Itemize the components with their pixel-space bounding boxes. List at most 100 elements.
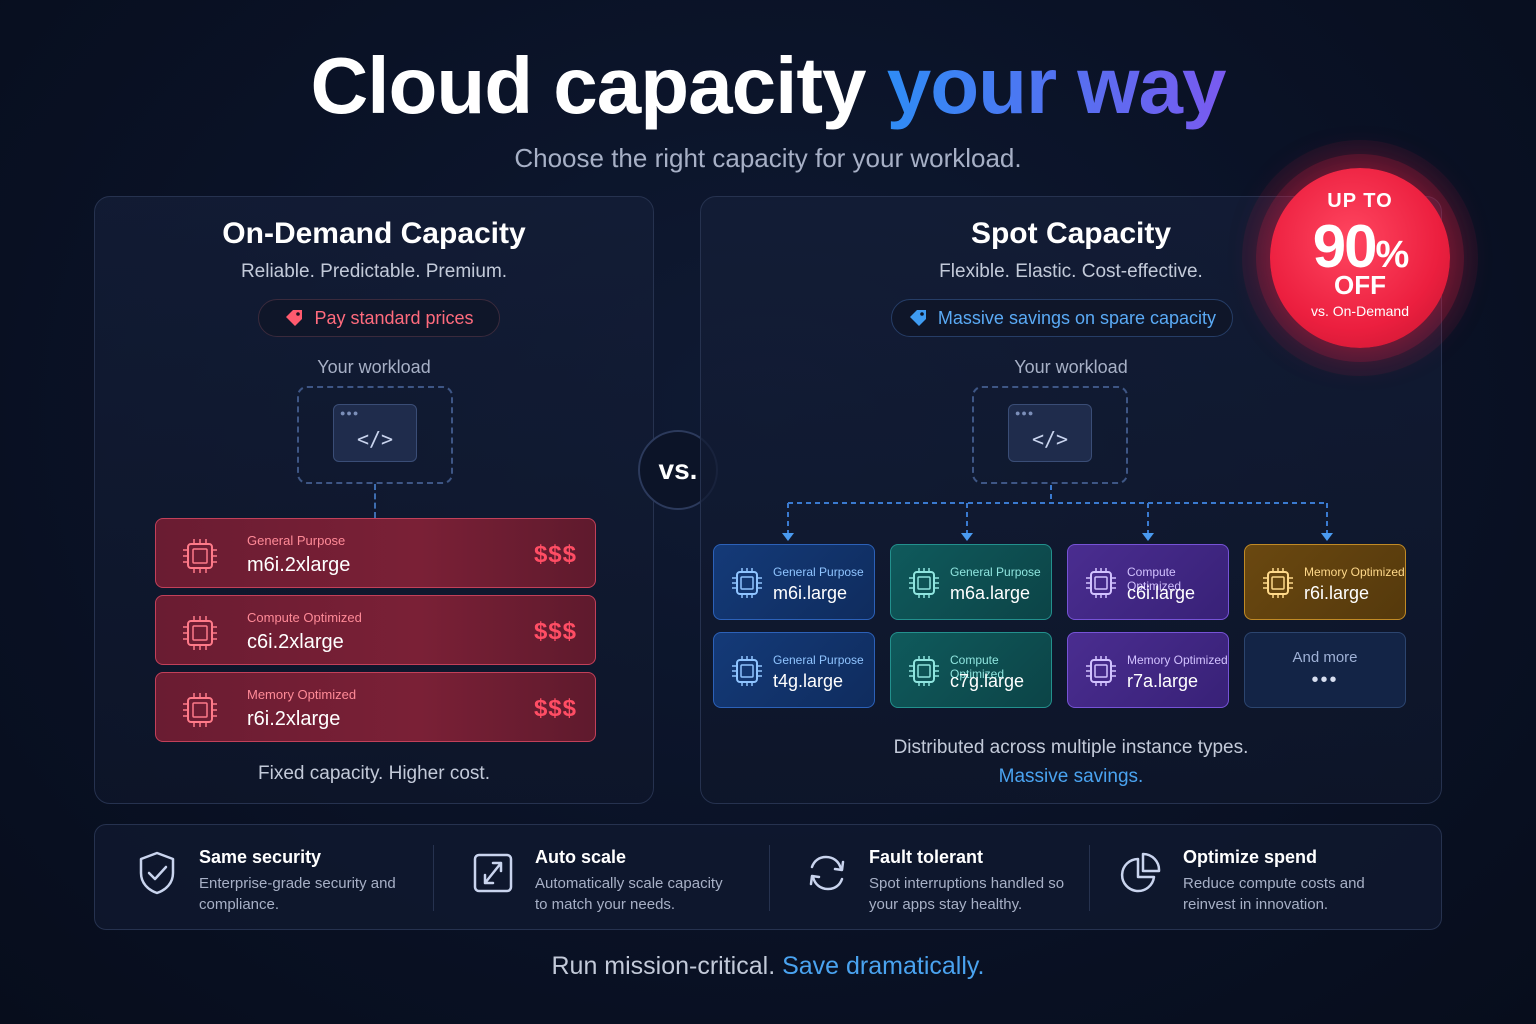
cpu-chip-icon: [909, 656, 939, 686]
spot-panel: Spot Capacity Flexible. Elastic. Cost-ef…: [700, 196, 1442, 804]
feature-title: Same security: [199, 847, 322, 867]
instance-category: General Purpose: [773, 565, 864, 579]
hero-subtitle: Choose the right capacity for your workl…: [514, 143, 1022, 173]
instance-category: Compute Optimized: [950, 653, 1005, 681]
feature-divider: [769, 845, 770, 911]
feature-description: Spot interruptions handled so your apps …: [869, 875, 1065, 913]
feature-bar: Same security Enterprise-grade security …: [94, 824, 1442, 930]
badge-percent-sign: %: [1375, 234, 1409, 276]
window-dots-icon: ●●●: [1015, 408, 1035, 418]
cpu-chip-icon: [1086, 656, 1116, 686]
instance-name: c7g.large: [950, 671, 1025, 691]
instance-name: c6i.large: [1127, 583, 1196, 603]
badge-percent: 90%: [1270, 212, 1450, 281]
badge-percent-value: 90: [1312, 213, 1378, 280]
cpu-chip-icon: [732, 568, 762, 598]
spot-footer-accent: Massive savings.: [998, 766, 1144, 787]
feature-item: Same security Enterprise-grade security …: [135, 825, 425, 931]
cpu-chip-icon: [1263, 568, 1293, 598]
badge-off: OFF: [1334, 270, 1386, 300]
instance-name: t4g.large: [773, 671, 844, 691]
instance-name: m6i.2xlarge: [247, 554, 351, 576]
price-tag-icon: [909, 310, 926, 326]
instance-card: Compute Optimized c6i.2xlarge $$$: [155, 595, 596, 665]
on-demand-tagline: Reliable. Predictable. Premium.: [240, 261, 508, 282]
feature-divider: [433, 845, 434, 911]
spot-title: Spot Capacity: [970, 217, 1172, 250]
cpu-chip-icon: [183, 693, 217, 727]
feature-description: Enterprise-grade security and compliance…: [199, 875, 396, 913]
instance-card: Compute Optimized c7g.large: [890, 632, 1052, 708]
workload-box: ●●● </>: [297, 386, 453, 484]
window-dots-icon: ●●●: [340, 408, 360, 418]
instance-card: General Purpose m6i.2xlarge $$$: [155, 518, 596, 588]
feature-title: Auto scale: [535, 847, 627, 867]
instance-category: Memory Optimized: [1304, 565, 1405, 579]
feature-divider: [1089, 845, 1090, 911]
workload-box: ●●● </>: [972, 386, 1128, 484]
instance-category: General Purpose: [247, 533, 346, 548]
instance-category: General Purpose: [773, 653, 864, 667]
instance-name: r7a.large: [1127, 671, 1199, 691]
instance-category: Compute Optimized: [1127, 565, 1182, 593]
on-demand-title: On-Demand Capacity: [222, 217, 526, 250]
instance-name: c6i.2xlarge: [247, 631, 344, 653]
instance-card: General Purpose m6a.large: [890, 544, 1052, 620]
feature-title: Optimize spend: [1183, 847, 1318, 867]
feature-description: Reduce compute costs and reinvest in inn…: [1183, 875, 1365, 913]
spot-footer: Distributed across multiple instance typ…: [893, 737, 1249, 758]
instance-price: $$$: [533, 541, 577, 568]
on-demand-footer: Fixed capacity. Higher cost.: [258, 763, 490, 784]
workload-label: Your workload: [1014, 357, 1128, 377]
cpu-chip-icon: [732, 656, 762, 686]
instance-price: $$$: [533, 695, 577, 722]
ellipsis-icon: •••: [1311, 669, 1339, 691]
cpu-chip-icon: [183, 616, 217, 650]
hero-title-accent: your way: [886, 41, 1227, 130]
cpu-chip-icon: [183, 539, 217, 573]
instance-price: $$$: [533, 618, 577, 645]
expand-arrows-icon: [473, 853, 513, 893]
instance-card: Memory Optimized r6i.2xlarge $$$: [155, 672, 596, 742]
instance-card: Memory Optimized r6i.large: [1244, 544, 1406, 620]
workload-connector: [374, 484, 376, 518]
massive-savings-pill: Massive savings on spare capacity: [891, 299, 1233, 337]
bottom-tagline: Run mission-critical. Save dramatically.: [0, 952, 1536, 981]
hero-title: Cloud capacity your way: [0, 40, 1536, 132]
shield-check-icon: [139, 851, 175, 895]
feature-item: Auto scale Automatically scale capacity …: [471, 825, 761, 931]
refresh-cycle-icon: [809, 855, 845, 891]
feature-title: Fault tolerant: [869, 847, 984, 867]
feature-description: Automatically scale capacity to match yo…: [535, 875, 723, 913]
feature-item: Fault tolerant Spot interruptions handle…: [805, 825, 1095, 931]
badge-comparison: vs. On-Demand: [1310, 303, 1410, 319]
code-window-icon: ●●● </>: [333, 404, 417, 462]
instance-name: m6i.large: [773, 583, 848, 603]
instance-card: Memory Optimized r7a.large: [1067, 632, 1229, 708]
discount-badge: UP TO 90% OFF vs. On-Demand: [1270, 168, 1450, 348]
spot-tagline: Flexible. Elastic. Cost-effective.: [939, 261, 1203, 282]
pill-label: Massive savings on spare capacity: [937, 307, 1217, 328]
badge-up-to: UP TO: [1327, 190, 1393, 212]
code-window-icon: ●●● </>: [1008, 404, 1092, 462]
instance-category: Memory Optimized: [1127, 653, 1228, 667]
hero-title-main: Cloud capacity: [310, 41, 887, 130]
instance-card: Compute Optimized c6i.large: [1067, 544, 1229, 620]
more-label: And more: [1292, 649, 1358, 666]
instance-category: Compute Optimized: [247, 610, 362, 625]
on-demand-panel: On-Demand Capacity Reliable. Predictable…: [94, 196, 654, 804]
cpu-chip-icon: [909, 568, 939, 598]
workload-label: Your workload: [317, 357, 431, 377]
code-glyph: </>: [356, 427, 394, 451]
instance-name: m6a.large: [950, 583, 1031, 603]
pie-chart-icon: [1120, 852, 1161, 893]
code-glyph: </>: [1031, 427, 1069, 451]
more-instances-card: And more •••: [1244, 632, 1406, 708]
instance-name: r6i.2xlarge: [247, 708, 341, 730]
instance-name: r6i.large: [1304, 583, 1370, 603]
cpu-chip-icon: [1086, 568, 1116, 598]
price-tag-icon: [286, 310, 303, 326]
instance-card: General Purpose m6i.large: [713, 544, 875, 620]
instance-category: Memory Optimized: [247, 687, 357, 702]
pay-standard-prices-pill: Pay standard prices: [258, 299, 500, 337]
